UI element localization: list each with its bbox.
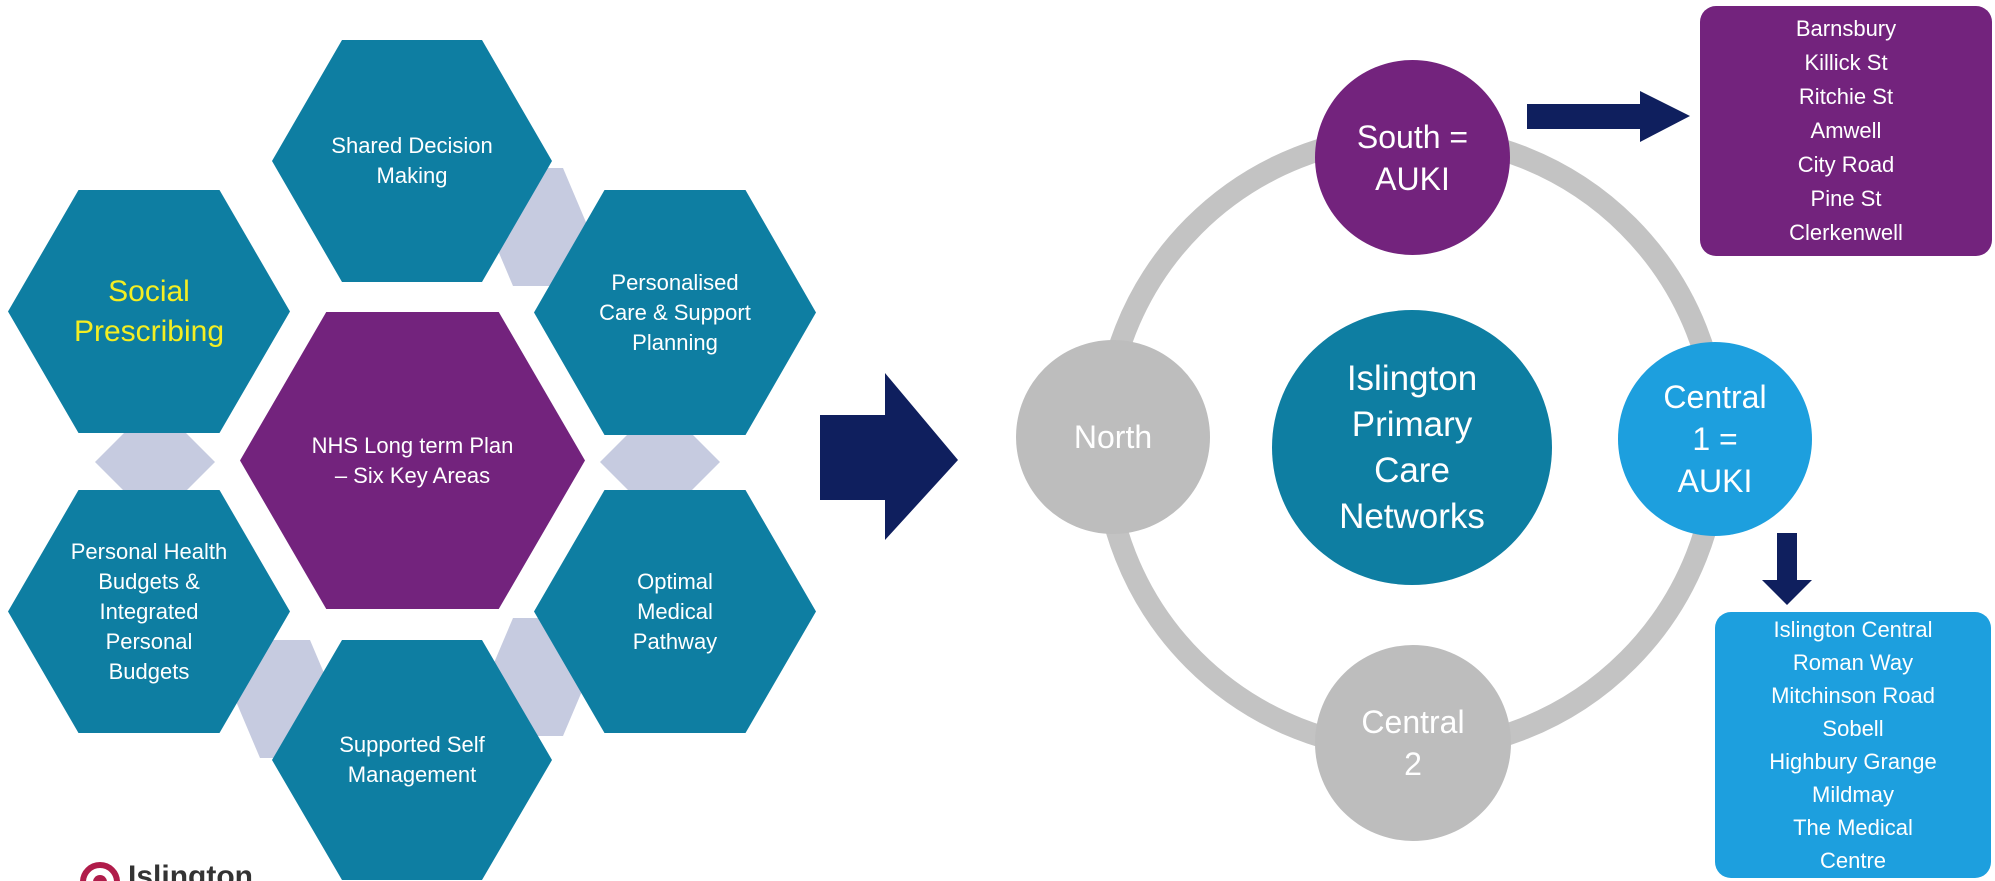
practice-item: Amwell [1810,118,1882,143]
practice-item: Sobell [1822,716,1884,741]
practice-item: Roman Way [1792,650,1914,675]
area-label: Personal Health Budgets & Integrated Per… [70,538,228,684]
practice-item: Barnsbury [1795,16,1897,41]
central1-label: Central 1 = AUKI [1663,379,1767,499]
practice-item: Mitchinson Road [1771,683,1935,708]
circle-islington-pcn: Islington Primary Care Networks [1272,310,1552,585]
area-social-prescribing: Social Prescribing [8,190,290,433]
north-label: North [1073,419,1153,455]
central1-practices-box: Islington Central Roman Way Mitchinson R… [1715,612,1991,878]
arrow-to-south-practices [1527,91,1690,142]
south-practices-box: Barnsbury Killick St Ritchie St Amwell C… [1700,6,1992,256]
big-right-arrow [820,373,958,540]
area-label: Supported Self Management [339,732,485,787]
islington-logo: Islington [60,858,280,881]
practice-item: City Road [1797,152,1895,177]
practice-item: Clerkenwell [1789,220,1903,245]
area-label: Social Prescribing [73,274,225,348]
arrow-to-central1-practices [1762,533,1812,605]
center-label: NHS Long term Plan – Six Key Areas [311,432,514,488]
connector-left [95,432,215,492]
circle-north: North [1016,340,1210,534]
practice-item: Killick St [1804,50,1888,75]
practice-item: Mildmay [1812,782,1894,807]
area-optimal-medical-pathway: Optimal Medical Pathway [534,490,816,733]
area-personal-health-budgets: Personal Health Budgets & Integrated Per… [8,490,290,733]
practice-item: The Medical [1793,815,1913,840]
circle-south: South = AUKI [1315,60,1510,255]
pcn-center-label: Islington Primary Care Networks [1339,358,1485,536]
logo-text: Islington [128,860,253,881]
center-nhs-plan: NHS Long term Plan – Six Key Areas [240,312,585,609]
south-label: South = AUKI [1356,118,1469,197]
circle-central-2: Central 2 [1315,645,1511,841]
practice-item: Islington Central [1773,617,1933,642]
area-label: Optimal Medical Pathway [632,568,718,654]
area-label: Shared Decision Making [331,133,493,188]
connector-right [600,432,720,492]
circle-central-1: Central 1 = AUKI [1618,342,1812,536]
practice-item: Highbury Grange [1769,749,1937,774]
practice-item: Pine St [1810,186,1882,211]
area-label: Personalised Care & Support Planning [599,269,751,355]
logo-mark-icon [80,862,120,881]
central2-label: Central 2 [1361,704,1465,782]
practice-item: Centre [1819,848,1887,873]
practice-item: Ritchie St [1798,84,1894,109]
